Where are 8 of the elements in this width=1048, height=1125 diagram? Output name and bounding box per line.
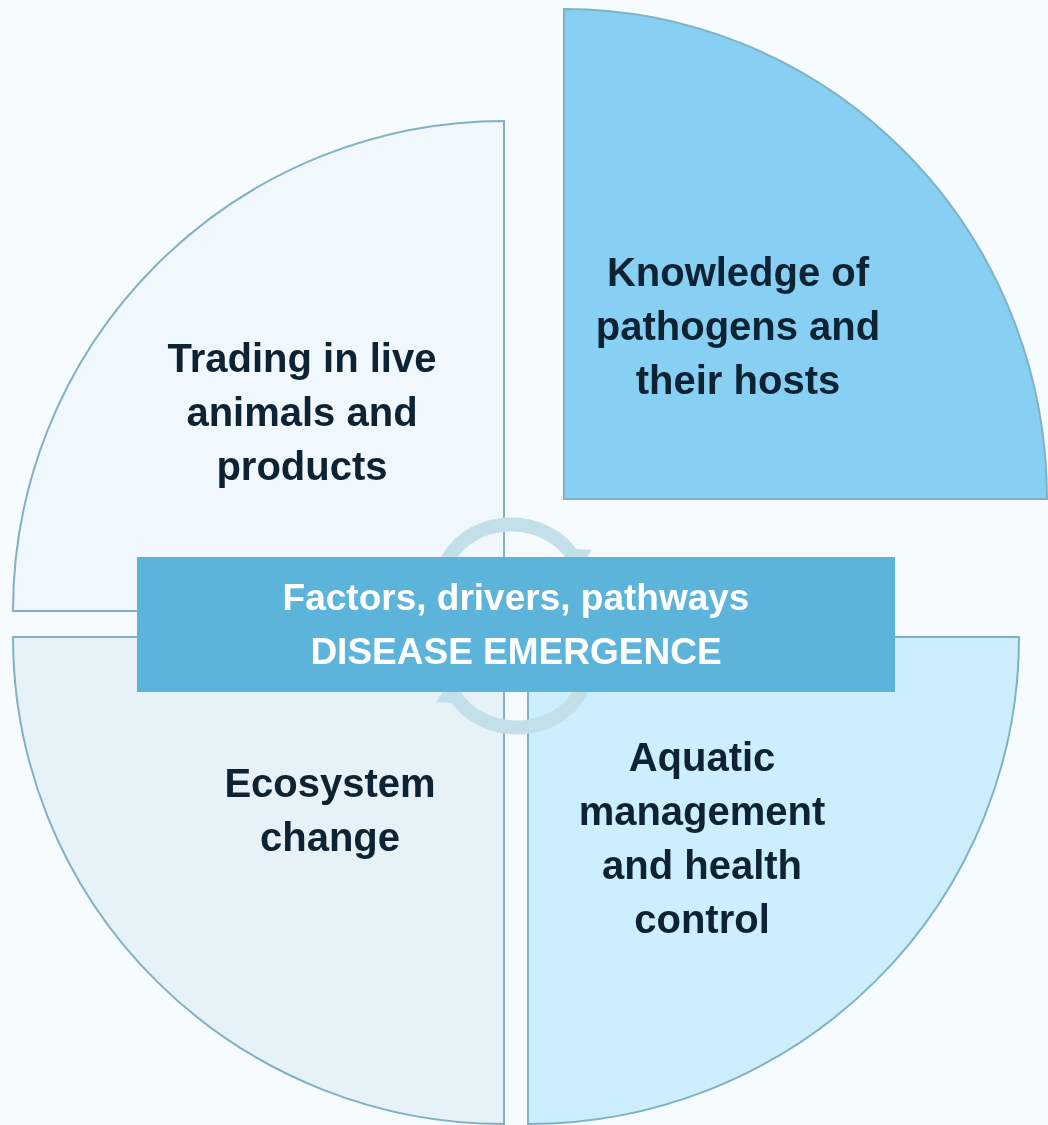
banner-text: DISEASE EMERGENCE [310, 629, 722, 674]
quarter-circle-panel [563, 8, 1048, 500]
panel-label: Ecosystem change [223, 760, 437, 861]
center-banner [137, 557, 895, 692]
panel-label: Knowledge of pathogens and their hosts [594, 249, 882, 404]
banner-text: Factors, drivers, pathways [282, 575, 750, 620]
panel-label: Aquatic management and health control [577, 734, 827, 943]
panel-label: Trading in live animals and products [166, 335, 438, 490]
